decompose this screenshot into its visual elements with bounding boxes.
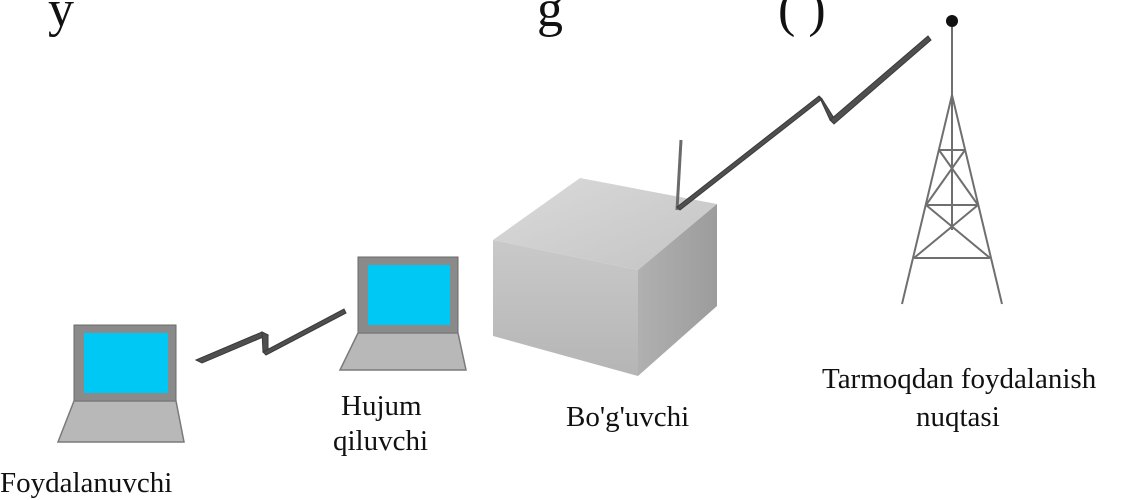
user-laptop-screen — [84, 333, 168, 393]
connector-label: Bo'g'uvchi — [566, 401, 690, 433]
access-point-tower-icon — [901, 15, 1003, 305]
tower-beacon — [946, 15, 958, 27]
jammer-box-icon — [493, 139, 717, 376]
title-fragment-left: y — [48, 0, 74, 38]
user-label: Foydalanuvchi — [0, 467, 173, 499]
jammer-antenna — [675, 139, 683, 211]
attacker-laptop-icon — [338, 256, 467, 371]
attacker-label-line1: Hujum — [341, 390, 422, 422]
access-point-label-line2: nuqtasi — [916, 401, 1000, 433]
wireless-link-user-attacker-icon — [194, 308, 347, 364]
title-fragment-right: ( ) — [778, 0, 826, 38]
user-laptop-icon — [56, 324, 185, 443]
access-point-label-line1: Tarmoqdan foydalanish — [822, 363, 1097, 395]
title-fragment-middle: g — [537, 0, 563, 38]
attacker-label-line2: qiluvchi — [333, 425, 429, 457]
attacker-laptop-screen — [368, 265, 450, 325]
wireless-link-box-tower-icon — [676, 35, 932, 211]
